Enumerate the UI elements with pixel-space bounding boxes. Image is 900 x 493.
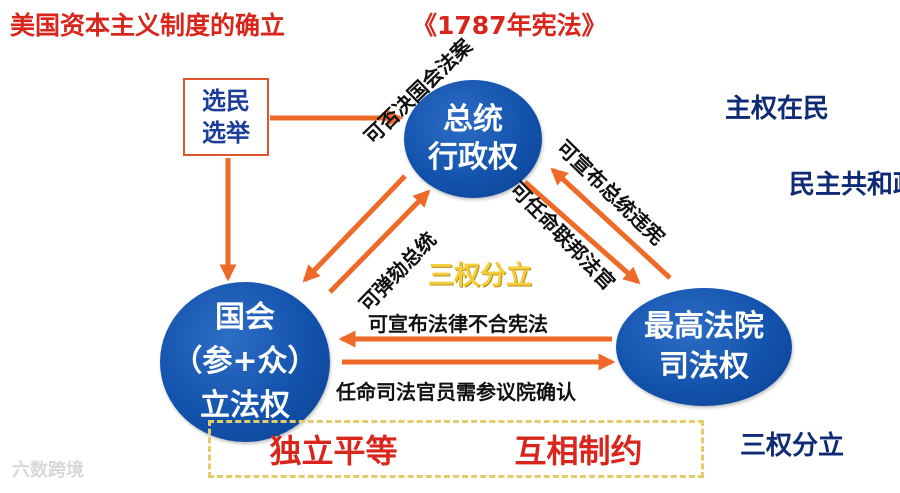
voters-line1: 选民 [202,87,250,115]
declare-president-unconst-arrow [550,167,672,280]
center-label: 三权分立 [428,261,533,291]
veto-arrow [302,174,407,283]
executive-line2: 行政权 [428,140,518,175]
legislative-line1: 国会 [215,300,275,335]
principle-checks: 互相制约 [514,432,643,470]
side-label-sovereignty: 主权在民 [725,94,830,124]
legislative-line3: 立法权 [200,388,290,423]
watermark: 六数跨境 [12,460,84,481]
appoint-judges-arrow [523,180,641,285]
senate-confirm-label: 任命司法官员需参议院确认 [336,380,576,404]
legislative-node: 国会 （参+众） 立法权 [160,282,330,442]
legislative-line2: （参+众） [172,344,318,379]
judicial-line2: 司法权 [659,349,749,384]
declare-law-unconst-label: 可宣布法律不合宪法 [368,312,548,336]
voters-line2: 选举 [202,119,250,147]
executive-node: 总统 行政权 [404,80,542,198]
principles-box: 独立平等 互相制约 [208,420,704,478]
principle-equality: 独立平等 [269,432,398,470]
judicial-line1: 最高法院 [644,309,764,344]
side-label-separation: 三权分立 [740,431,845,461]
page-subtitle: 《1787年宪法》 [412,11,607,40]
voters-box: 选民 选举 [183,78,269,156]
impeach-arrow [328,189,431,294]
judicial-node: 最高法院 司法权 [616,288,792,406]
executive-line1: 总统 [443,102,503,137]
side-label-republic: 民主共和政体 [789,170,900,200]
page-title: 美国资本主义制度的确立 [10,11,286,40]
